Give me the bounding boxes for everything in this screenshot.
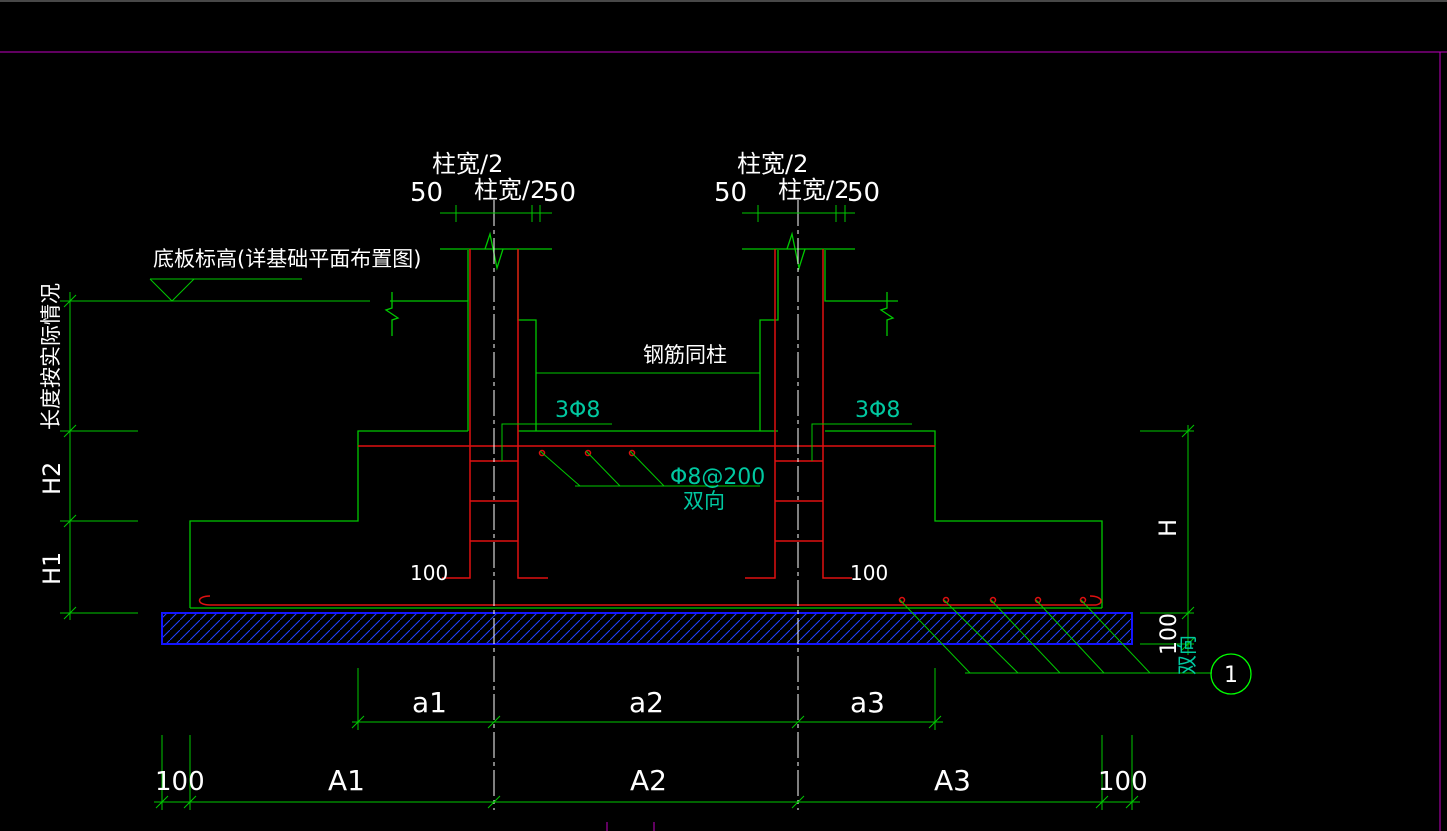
label-A2: A2 [630,764,667,797]
label-A1: A1 [328,764,365,797]
label-col-half-right-top: 柱宽/2 [737,150,808,178]
label-a3: a3 [850,686,885,719]
callout-number: 1 [1224,663,1238,688]
label-col-half-left-bottom: 柱宽/2 [474,176,545,204]
label-a2: a2 [629,686,664,719]
drawing-labels: 柱宽/2 50 柱宽/2 50 柱宽/2 50 柱宽/2 50 底板标高(详基础… [38,150,1199,797]
label-bottom-bidirectional: 双向 [1175,635,1199,675]
label-hook-100-right: 100 [850,561,888,585]
label-rebar-same-as-column: 钢筋同柱 [643,343,727,367]
label-stirrup-right: 3Φ8 [855,398,900,423]
dimension-lines [60,205,1212,831]
label-h1: H1 [38,552,66,585]
label-50-lr: 50 [543,178,576,208]
label-col-half-right-bottom: 柱宽/2 [778,176,849,204]
label-hook-100-left: 100 [410,561,448,585]
label-h2: H2 [38,462,66,495]
label-50-ll: 50 [410,178,443,208]
detail-callout: 1 [1210,653,1252,695]
label-mesh-spec: Φ8@200 [670,465,765,490]
label-col-half-left-top: 柱宽/2 [432,150,503,178]
label-50-rr: 50 [847,178,880,208]
label-a1: a1 [412,686,447,719]
foundation-outline [189,231,1103,609]
label-mesh-bidirectional: 双向 [683,489,725,513]
screed-layer [161,612,1133,645]
label-100-screed: 100 [1157,613,1182,655]
label-slab-elevation: 底板标高(详基础平面布置图) [153,247,421,271]
label-A3: A3 [934,764,971,797]
label-stirrup-left: 3Φ8 [555,398,600,423]
label-h: H [1154,519,1182,537]
label-length-per-site: 长度按实际情况 [39,283,63,430]
label-100-left: 100 [155,767,205,797]
label-50-rl: 50 [714,178,747,208]
rebar [198,249,1102,606]
column-centerlines [493,200,799,810]
label-100-right: 100 [1098,767,1148,797]
